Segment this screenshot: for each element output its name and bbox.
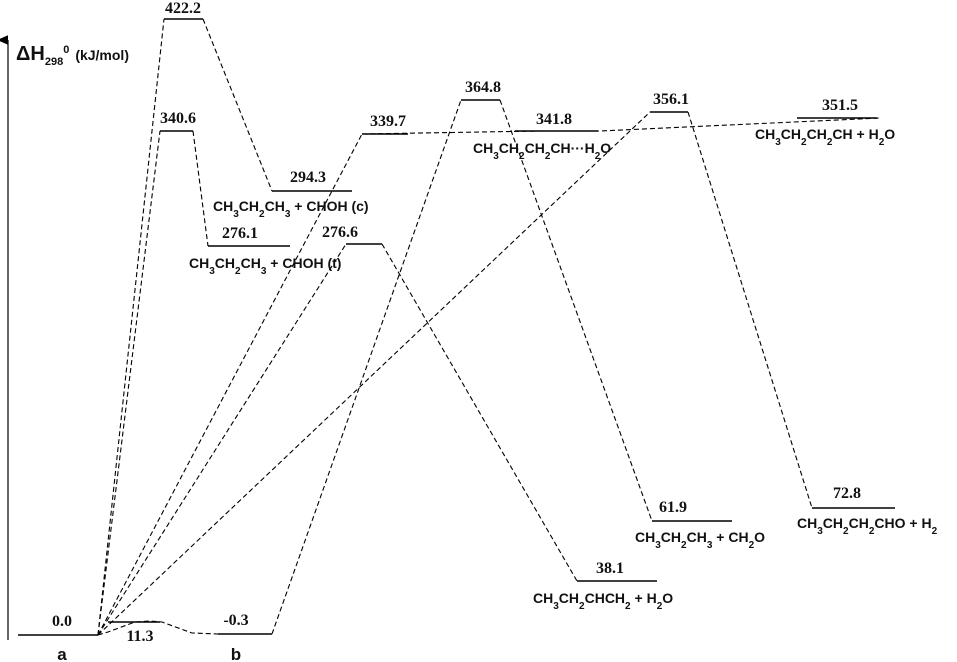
label-choh-c: CH3CH2CH3 + CHOH (c) — [213, 198, 369, 220]
value-p-351-5: 351.5 — [822, 97, 858, 114]
y-axis-unit: (kJ/mol) — [75, 47, 129, 63]
energy-values: 0.0 11.3 -0.3 422.2 340.6 294.3 276.1 33… — [52, 0, 861, 645]
label-butene: CH3CH2CHCH2 + H2O — [533, 590, 673, 612]
y-axis-sub: 298 — [45, 56, 63, 68]
label-complex: CH3CH2CH2CH···H2O — [473, 140, 611, 162]
label-butylidene: CH3CH2CH2CH + H2O — [755, 126, 895, 148]
label-ch2o: CH3CH2CH3 + CH2O — [635, 529, 765, 551]
value-ts-276-6: 276.6 — [322, 224, 358, 241]
value-p-276-1: 276.1 — [222, 225, 258, 242]
value-p-61-9: 61.9 — [659, 499, 687, 516]
value-ts-364-8: 364.8 — [465, 79, 501, 96]
energy-levels — [18, 18, 895, 636]
y-axis-delta: ΔH — [16, 43, 45, 65]
value-ts-356-1: 356.1 — [653, 91, 689, 108]
label-butanal: CH3CH2CH2CHO + H2 — [797, 515, 938, 537]
point-label-b: b — [231, 645, 241, 662]
value-a: 0.0 — [52, 613, 72, 630]
dashed-connectors — [97, 18, 881, 636]
value-b: -0.3 — [223, 612, 248, 629]
value-ts-340-6: 340.6 — [160, 110, 196, 127]
point-label-a: a — [57, 645, 67, 662]
value-int: 11.3 — [126, 628, 153, 645]
value-c-341-8: 341.8 — [536, 111, 572, 128]
species-labels: CH3CH2CH3 + CHOH (c) CH3CH2CH3 + CHOH (t… — [189, 126, 938, 612]
y-axis-sup: 0 — [63, 44, 69, 56]
y-axis-title: ΔH2980 (kJ/mol) — [16, 43, 129, 68]
value-ts-422-2: 422.2 — [165, 0, 201, 17]
value-p-72-8: 72.8 — [833, 485, 861, 502]
value-ts-339-7: 339.7 — [370, 113, 406, 130]
value-p-38-1: 38.1 — [596, 560, 624, 577]
label-choh-t: CH3CH2CH3 + CHOH (t) — [189, 255, 341, 277]
value-p-294-3: 294.3 — [290, 169, 326, 186]
